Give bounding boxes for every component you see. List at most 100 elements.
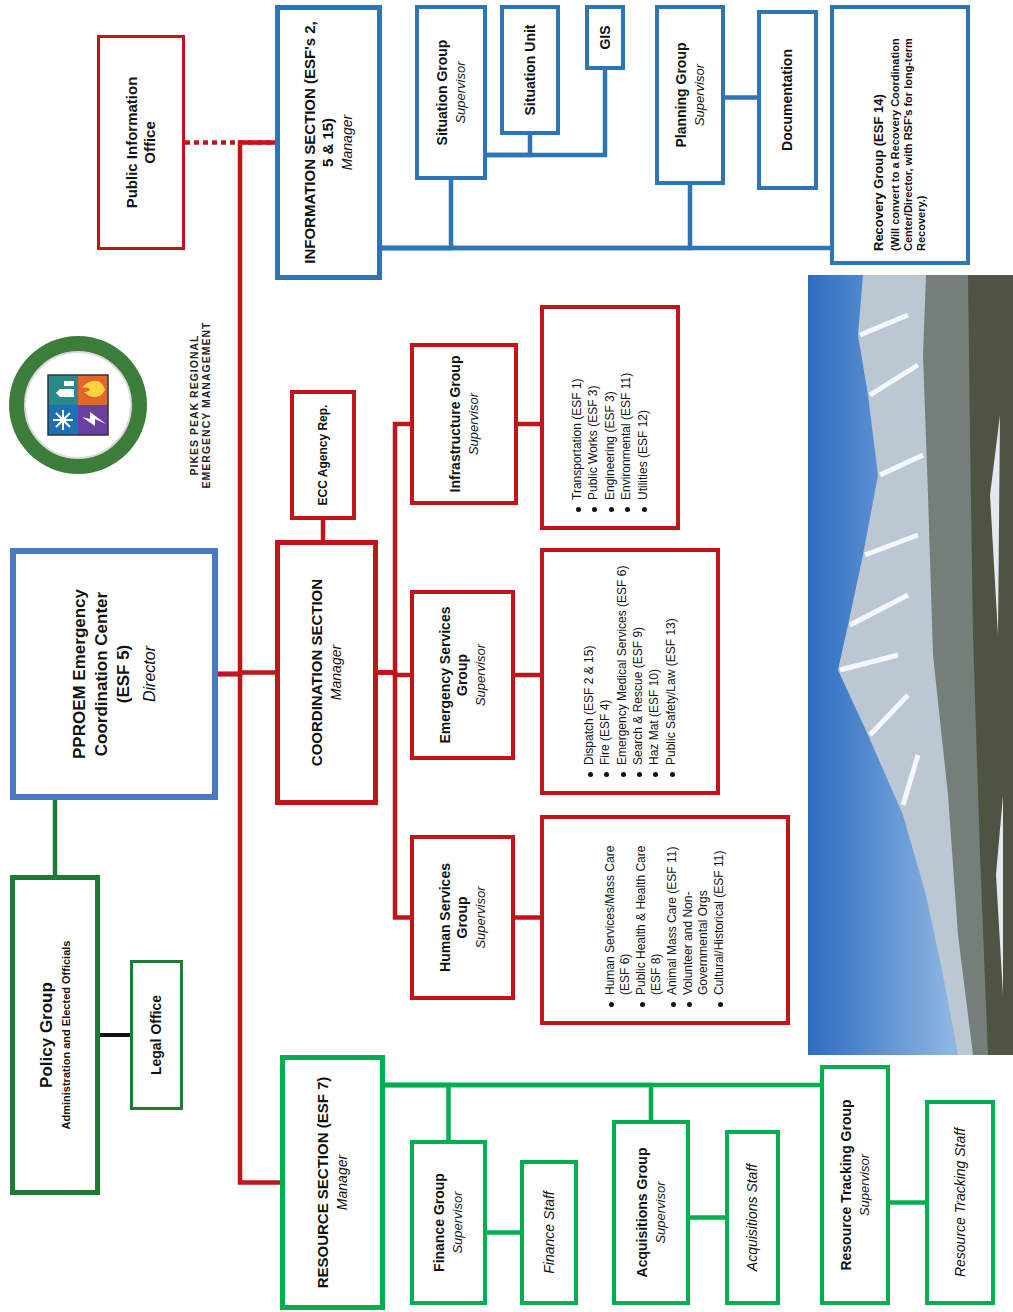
- connector-line: [518, 422, 540, 427]
- box-title: Finance Group: [431, 1173, 448, 1272]
- group-box: Recovery Group (ESF 14)(Will convert to …: [830, 5, 970, 265]
- logo-caption-line: PIKES PEAK REGIONAL: [188, 310, 200, 500]
- forest: [968, 275, 1013, 1055]
- box-title: RESOURCE SECTION (ESF 7): [314, 1077, 332, 1289]
- connector-line: [218, 143, 275, 675]
- function-item: Environmental (ESF 11): [619, 373, 633, 514]
- logo-flame-quadrant: [78, 375, 108, 405]
- group-box: Planning GroupSupervisor: [655, 5, 725, 185]
- connector-line: [515, 673, 540, 678]
- box-title: Resource Tracking Group: [838, 1099, 855, 1270]
- connector-line: [690, 1215, 725, 1220]
- box-title: Legal Office: [148, 995, 165, 1075]
- box-subtitle: Manager: [339, 115, 356, 170]
- box-title: Emergency Services Group: [437, 602, 471, 748]
- group-box: Situation GroupSupervisor: [415, 5, 487, 180]
- office-box: Legal Office: [130, 960, 183, 1110]
- logo-shield: [48, 375, 108, 435]
- function-item: Transportation (ESF 1): [570, 378, 584, 514]
- connector-line: [100, 1033, 130, 1037]
- unit-box: Documentation: [757, 10, 818, 190]
- function-item: Dispatch (ESF 2 & 15): [582, 646, 596, 779]
- foothills: [923, 275, 1013, 1055]
- function-list: Dispatch (ESF 2 & 15)Fire (ESF 4)Emergen…: [540, 548, 720, 795]
- logo-inner: [25, 352, 131, 458]
- box-title: GIS: [597, 25, 614, 49]
- logo-caption: PIKES PEAK REGIONALEMERGENCY MANAGEMENT: [188, 310, 212, 500]
- snowflake-icon: [53, 410, 73, 430]
- section-box: RESOURCE SECTION (ESF 7)Manager: [280, 1055, 385, 1310]
- group-box: Resource Tracking GroupSupervisor: [820, 1065, 890, 1305]
- box-subtitle: Supervisor: [450, 1191, 466, 1253]
- connector-line: [218, 674, 280, 1183]
- logo-snow-quadrant: [48, 405, 78, 435]
- box-title: Finance Staff: [541, 1191, 558, 1274]
- box-subtitle: Supervisor: [653, 1181, 669, 1243]
- box-title: ECC Agency Rep.: [316, 405, 330, 506]
- unit-box: GIS: [585, 5, 625, 70]
- box-title: Public Information Office: [123, 64, 159, 221]
- connector-line: [890, 1200, 925, 1205]
- connector-line: [378, 424, 410, 673]
- group-box: Infrastructure GroupSupervisor: [410, 343, 518, 505]
- function-item: Public Safety/Law (ESF 13): [664, 618, 678, 779]
- function-item: Fire (ESF 4): [598, 700, 612, 779]
- box-title: Acquisitions Staff: [744, 1164, 761, 1271]
- box-title: Acquisitions Group: [634, 1148, 651, 1278]
- connector-line: [382, 185, 690, 248]
- box-title: Infrastructure Group: [447, 356, 464, 493]
- connector-line: [725, 95, 757, 100]
- box-title: PPROEM Emergency Coordination Center (ES…: [69, 584, 135, 764]
- box-subtitle: Administration and Elected Officials: [60, 941, 73, 1130]
- group-box: Finance GroupSupervisor: [410, 1140, 487, 1305]
- function-item: Search & Rescue (ESF 9): [631, 627, 645, 779]
- box-subtitle: Manager: [328, 645, 345, 700]
- box-subtitle: Supervisor: [453, 61, 469, 123]
- connector-line: [487, 1230, 520, 1235]
- function-item: Animal Mass Care (ESF 11): [665, 847, 679, 1009]
- staff-box: Acquisitions Staff: [725, 1130, 780, 1305]
- function-item: Public Health & Health Care (ESF 8): [634, 829, 663, 1009]
- box-title: Situation Unit: [522, 25, 539, 116]
- function-list: Human Services/Mass Care (ESF 6)Public H…: [540, 815, 790, 1025]
- connector-line: [321, 520, 326, 540]
- box-subtitle: Supervisor: [857, 1154, 873, 1216]
- box-title: Documentation: [779, 49, 796, 151]
- function-item: Haz Mat (ESF 10): [647, 669, 661, 779]
- snow-field: [990, 415, 1003, 995]
- box-title: INFORMATION SECTION (ESF's 2, 5 & 15): [301, 18, 337, 267]
- group-box: Human Services GroupSupervisor: [410, 835, 515, 1000]
- function-item: Human Services/Mass Care (ESF 6): [603, 829, 632, 1009]
- staff-box: Finance Staff: [520, 1160, 578, 1305]
- lightning-icon: [82, 412, 106, 426]
- logo-tower-quadrant: [48, 375, 78, 405]
- policy-box: Policy GroupAdministration and Elected O…: [10, 875, 100, 1195]
- box-subtitle: (Will convert to a Recovery Coordination…: [889, 19, 929, 251]
- center-box: PPROEM Emergency Coordination Center (ES…: [10, 548, 218, 800]
- group-box: Acquisitions GroupSupervisor: [612, 1120, 690, 1305]
- office-box: Public Information Office: [97, 35, 185, 250]
- logo-lightning-quadrant: [78, 405, 108, 435]
- connector-line: [385, 1085, 449, 1140]
- function-item: Engineering (ESF 3): [603, 391, 617, 514]
- box-subtitle: Supervisor: [473, 644, 489, 706]
- section-box: INFORMATION SECTION (ESF's 2, 5 & 15)Man…: [275, 5, 382, 280]
- unit-box: Situation Unit: [500, 5, 560, 135]
- group-box: Emergency Services GroupSupervisor: [410, 590, 515, 760]
- box-subtitle: Manager: [334, 1155, 351, 1210]
- connector-line: [382, 180, 451, 248]
- section-box: COORDINATION SECTIONManager: [275, 540, 378, 805]
- function-item: Volunteer and Non-Governmental Orgs: [681, 829, 710, 1009]
- box-title: Situation Group: [434, 40, 451, 146]
- box-title: Planning Group: [673, 43, 690, 148]
- box-title: Policy Group: [37, 982, 57, 1088]
- box-title: Recovery Group (ESF 14): [871, 94, 887, 251]
- box-subtitle: Supervisor: [692, 64, 708, 126]
- connector-line: [378, 673, 410, 918]
- connector-line: [382, 246, 830, 251]
- box-title: Human Services Group: [437, 847, 471, 988]
- tower-icon: [56, 381, 74, 397]
- connector-line: [185, 140, 275, 145]
- function-item: Cultural/Historical (ESF 11): [712, 851, 726, 1009]
- rep-box: ECC Agency Rep.: [290, 390, 356, 520]
